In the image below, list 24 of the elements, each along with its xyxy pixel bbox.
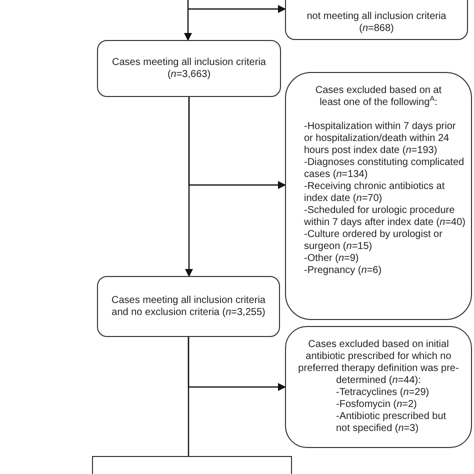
list-item: -Diagnoses constituting complicated cases (n=134): [303, 157, 466, 181]
process-box: [285, 72, 472, 320]
list-item: -Other (n=9): [303, 253, 360, 265]
list-item: -Culture ordered by urologist or surgeon (n=15): [303, 229, 444, 253]
box-text: not meeting all inclusion criteria (n=868): [306, 11, 448, 35]
box-heading: Cases excluded based on initial antibiotic prescribed for which no preferred therapy definition was pre-determined (n=44):: [297, 339, 460, 387]
process-box: [97, 276, 280, 337]
list-item: -Receiving chronic antibiotics at index date (n=70): [303, 181, 446, 205]
list-item: -Tetracyclines (n=29): [335, 387, 430, 399]
list-item: -Hospitalization within 7 days prior or hospitalization/death within 24 hours post index date (n=193): [303, 121, 457, 157]
box-text: Cases meeting all inclusion criteria and no exclusion criteria (n=3,255): [110, 294, 266, 318]
arrow: [188, 337, 286, 391]
arrow: [184, 0, 192, 41]
list-item: -Fosfomycin (n=2): [335, 399, 418, 411]
arrow: [188, 5, 286, 13]
box-heading: Cases excluded based on at least one of the following$^{A}$:: [314, 85, 443, 109]
process-box: [97, 40, 281, 97]
arrow: [188, 97, 286, 189]
list-item: -Antibiotic prescribed but not specified (n=3): [335, 411, 448, 435]
list-item: -Pregnancy (n=6): [303, 265, 383, 277]
list-item: -Scheduled for urologic procedure within 7 days after index date (n=40): [303, 205, 466, 229]
box-text: Cases meeting all inclusion criteria (n=3,663): [111, 56, 267, 80]
process-box: [285, 0, 468, 40]
process-box: [285, 326, 472, 448]
